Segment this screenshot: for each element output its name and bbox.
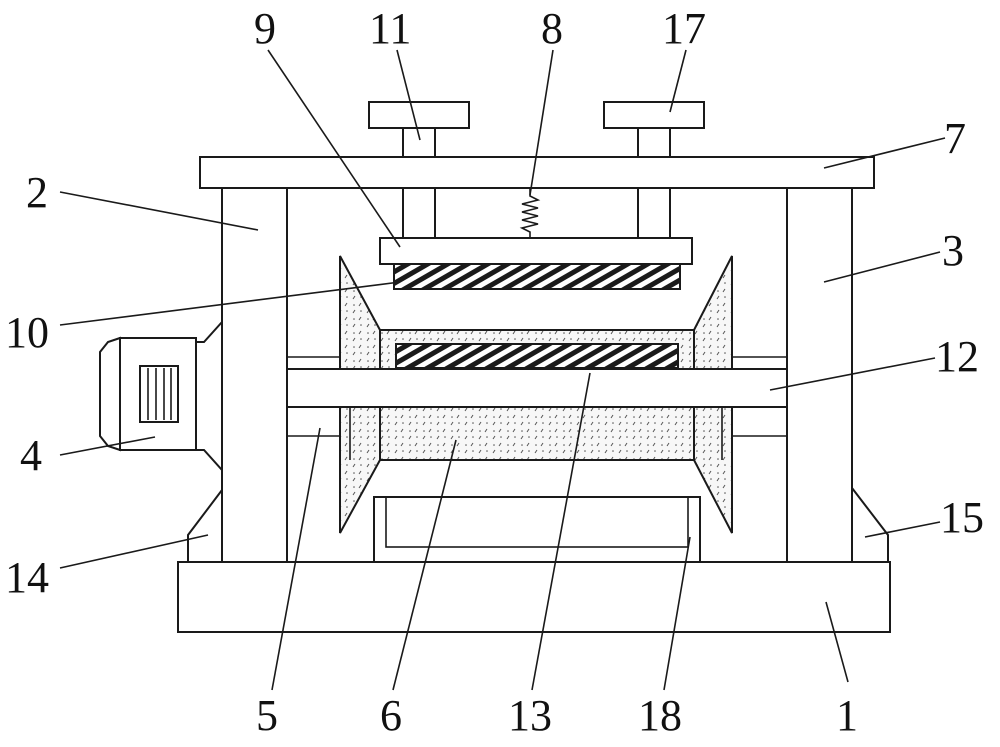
upper-blade xyxy=(393,263,681,290)
motor-vent xyxy=(139,365,179,423)
label-10: 10 xyxy=(5,308,49,357)
left-support-wedge xyxy=(187,487,223,563)
leader-12 xyxy=(769,357,936,391)
label-17: 17 xyxy=(662,4,706,53)
label-9: 9 xyxy=(254,4,276,53)
spring xyxy=(519,188,541,238)
label-3: 3 xyxy=(942,226,964,275)
label-7: 7 xyxy=(944,114,966,163)
left-handle xyxy=(368,101,470,129)
leader-5 xyxy=(271,427,321,691)
motor-endcap xyxy=(99,336,121,452)
label-13: 13 xyxy=(508,691,552,740)
right-handle-stem xyxy=(637,127,671,158)
leader-13 xyxy=(531,372,591,691)
label-14: 14 xyxy=(5,553,49,602)
leader-2 xyxy=(59,191,259,231)
leader-18 xyxy=(663,536,691,691)
left-handle-stem xyxy=(402,127,436,158)
leader-3 xyxy=(823,251,941,283)
motor-coupling xyxy=(195,319,223,473)
right-handle xyxy=(603,101,705,129)
leader-1 xyxy=(825,601,849,683)
label-18: 18 xyxy=(638,691,682,740)
leader-9 xyxy=(267,49,401,248)
leader-14 xyxy=(59,534,209,569)
shaft xyxy=(286,368,788,408)
left-column xyxy=(221,185,288,563)
left-rod xyxy=(402,187,436,239)
collection-tray xyxy=(373,496,701,563)
label-2: 2 xyxy=(26,168,48,217)
label-8: 8 xyxy=(541,4,563,53)
leader-8 xyxy=(529,49,554,196)
label-4: 4 xyxy=(20,431,42,480)
leader-17 xyxy=(669,49,687,113)
press-plate xyxy=(379,237,693,265)
leader-11 xyxy=(396,49,421,141)
leader-7 xyxy=(823,137,946,169)
right-support-wedge xyxy=(851,485,889,563)
lower-blade xyxy=(395,343,679,369)
leader-4 xyxy=(59,436,156,456)
right-rod xyxy=(637,187,671,239)
base-plate xyxy=(177,561,891,633)
leader-6 xyxy=(392,439,457,691)
leader-15 xyxy=(864,521,941,538)
label-1: 1 xyxy=(836,691,858,740)
label-11: 11 xyxy=(369,4,411,53)
right-column xyxy=(786,185,853,563)
top-beam xyxy=(199,156,875,189)
collection-tray-inner xyxy=(385,496,689,548)
label-15: 15 xyxy=(940,493,984,542)
label-6: 6 xyxy=(380,691,402,740)
leader-10 xyxy=(59,281,401,326)
label-12: 12 xyxy=(935,332,979,381)
label-5: 5 xyxy=(256,691,278,740)
